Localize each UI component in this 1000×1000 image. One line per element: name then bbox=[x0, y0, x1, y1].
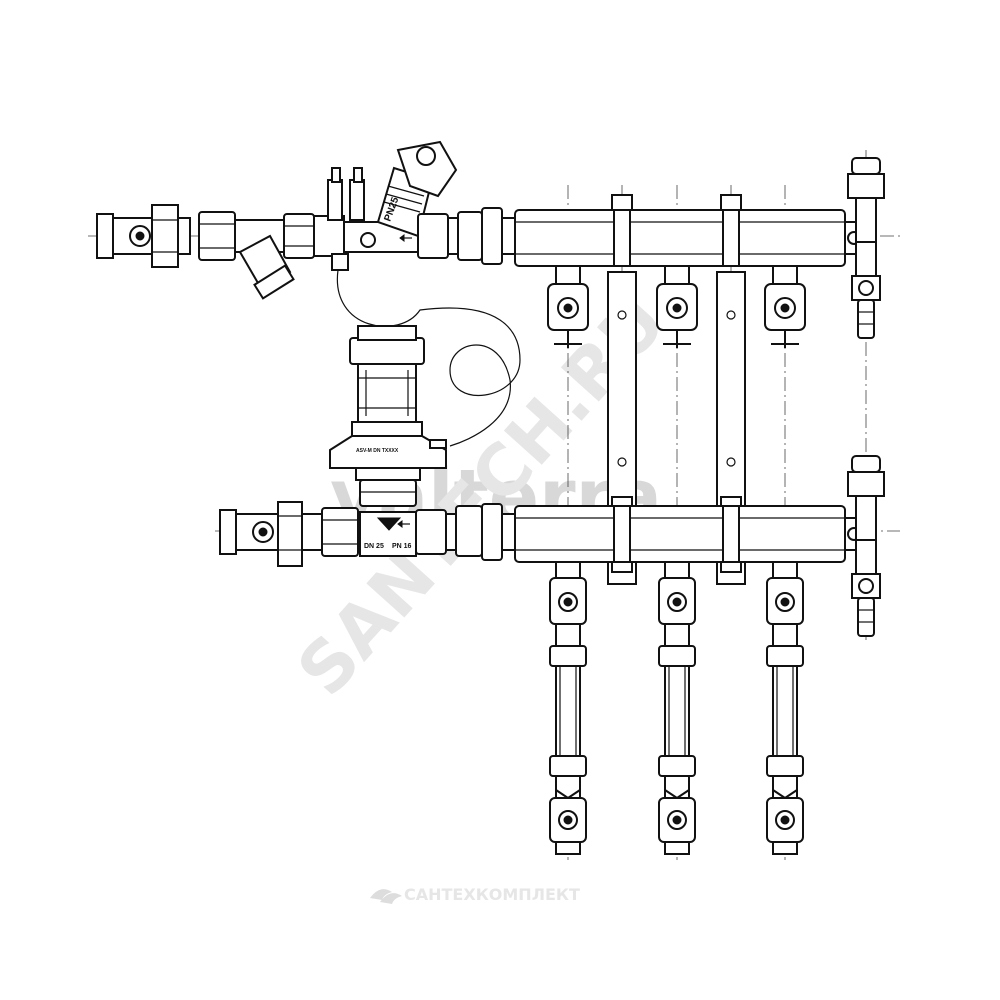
air-vent-supply bbox=[844, 157, 885, 339]
inlet-ball-valve-return bbox=[219, 501, 323, 567]
watermark-footer-text: САНТЕХКОМПЛЕКТ bbox=[404, 885, 580, 904]
union-nut-supply-1 bbox=[198, 211, 236, 261]
pressure-regulator: ASV-M DN TXXXX bbox=[329, 325, 447, 507]
supply-outlet-valve-2 bbox=[656, 265, 698, 348]
air-vent-return bbox=[844, 455, 885, 637]
return-circuit-2 bbox=[658, 561, 696, 855]
footer-logo-icon bbox=[370, 889, 402, 904]
regulator-valve-body: DN 25 PN 16 bbox=[359, 511, 417, 557]
impulse-capillary-tube bbox=[336, 269, 521, 447]
return-manifold bbox=[514, 505, 846, 563]
supply-outlet-valve-3 bbox=[764, 265, 806, 348]
return-outlet-circuits bbox=[549, 561, 804, 855]
union-nut-supply-3 bbox=[417, 207, 516, 265]
label-pn16: PN 16 bbox=[392, 543, 412, 550]
union-nut-return-1 bbox=[321, 507, 359, 557]
return-line: DN 25 PN 16 bbox=[219, 455, 885, 637]
return-circuit-1 bbox=[549, 561, 587, 855]
inlet-ball-valve-supply bbox=[96, 204, 191, 268]
strainer-filter bbox=[234, 219, 295, 300]
union-nut-supply-2 bbox=[283, 213, 315, 259]
union-nut-return-2 bbox=[415, 503, 516, 561]
supply-line: PN25 bbox=[96, 140, 885, 339]
supply-outlet-valves bbox=[547, 265, 806, 348]
return-circuit-3 bbox=[766, 561, 804, 855]
label-dn25: DN 25 bbox=[364, 543, 384, 550]
label-regulator-marking: ASV-M DN TXXXX bbox=[356, 448, 399, 454]
watermark-footer: САНТЕХКОМПЛЕКТ bbox=[370, 885, 580, 904]
supply-manifold bbox=[514, 209, 846, 267]
supply-outlet-valve-1 bbox=[547, 265, 589, 348]
